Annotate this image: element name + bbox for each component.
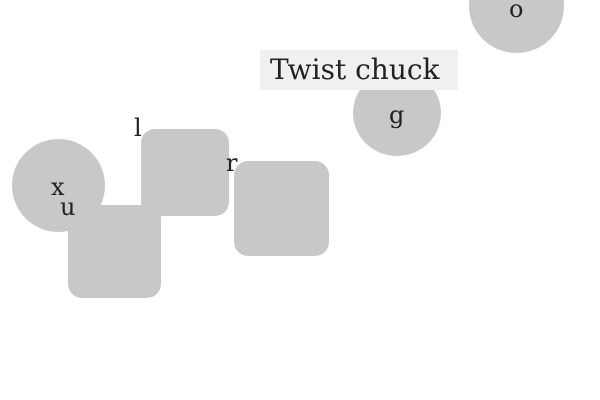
letter-label-r: r — [226, 149, 238, 177]
square-piece-middle[interactable] — [141, 129, 229, 216]
instruction-text: Twist chuck — [270, 53, 440, 86]
letter-label-l: l — [134, 114, 142, 142]
circle-label-o: o — [509, 0, 524, 23]
square-piece-left[interactable] — [68, 205, 161, 298]
letter-label-u: u — [60, 193, 76, 221]
square-piece-right[interactable] — [234, 161, 329, 256]
circle-label-x: x — [51, 173, 65, 201]
circle-label-g: g — [389, 101, 405, 129]
instruction-banner: Twist chuck — [260, 50, 458, 90]
